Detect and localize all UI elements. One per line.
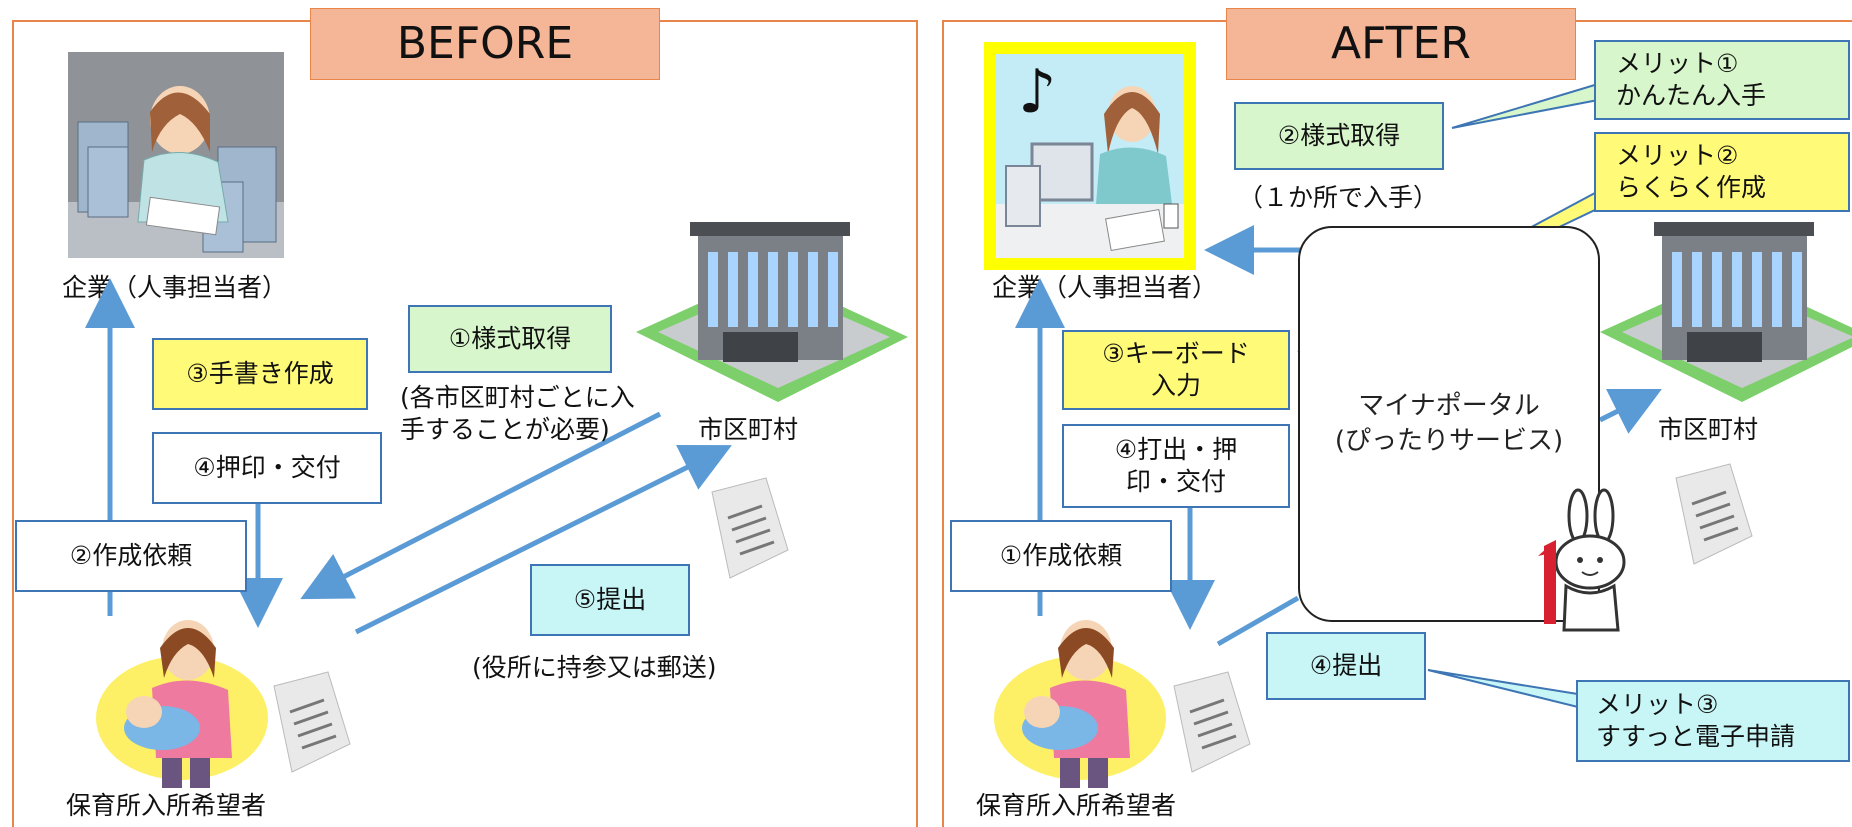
- after-applicant-label: 保育所入所希望者: [976, 791, 1177, 820]
- after-step2-note: （１か所で入手）: [1238, 183, 1439, 212]
- after-step2-box: ②様式取得: [1234, 102, 1444, 170]
- before-step2-box: ②作成依頼: [15, 520, 247, 592]
- merit3-box: メリット③ すすっと電子申請: [1576, 680, 1850, 762]
- before-step1-box: ①様式取得: [408, 305, 612, 373]
- after-worker-illustration: [996, 54, 1184, 258]
- before-city-hall-illustration: [628, 222, 913, 407]
- before-step3-box: ③手書き作成: [152, 338, 368, 410]
- before-step5-box: ⑤提出: [530, 564, 690, 636]
- before-applicant-label: 保育所入所希望者: [66, 791, 267, 820]
- after-city-document-icon: [1664, 463, 1753, 565]
- after-applicant-illustration: [990, 608, 1170, 788]
- after-music-note: ♪: [1018, 57, 1057, 127]
- before-step5-note: (役所に持参又は郵送): [472, 653, 717, 682]
- before-step4-box: ④押印・交付: [152, 432, 382, 504]
- after-title: AFTER: [1226, 8, 1576, 80]
- after-city-label: 市区町村: [1658, 415, 1759, 444]
- after-step1-box: ①作成依頼: [950, 520, 1172, 592]
- before-submit-document-icon: [700, 477, 789, 579]
- mynaportal-mascot-illustration: [1530, 488, 1634, 640]
- before-step1-note: (各市区町村ごとに入 手することが必要): [400, 383, 635, 444]
- after-step4a-box: ④打出・押 印・交付: [1062, 424, 1290, 508]
- after-document-icon: [1162, 671, 1251, 773]
- before-worker-illustration: [68, 52, 284, 258]
- after-step3-box: ③キーボード 入力: [1062, 330, 1290, 410]
- after-city-hall-illustration: [1592, 222, 1852, 407]
- merit2-box: メリット② らくらく作成: [1594, 132, 1850, 212]
- after-step4b-box: ④提出: [1266, 632, 1426, 700]
- before-title: BEFORE: [310, 8, 660, 80]
- before-applicant-illustration: [92, 608, 272, 788]
- before-city-label: 市区町村: [698, 415, 799, 444]
- merit1-box: メリット① かんたん入手: [1594, 40, 1850, 120]
- before-document-icon: [262, 671, 351, 773]
